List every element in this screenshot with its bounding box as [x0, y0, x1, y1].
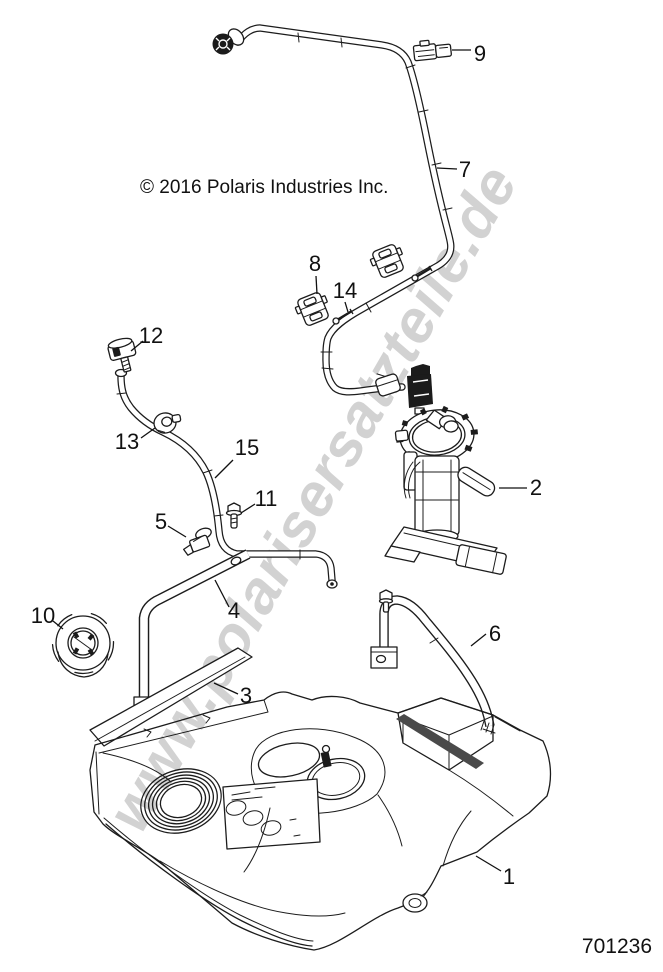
callout-5-label: 5: [155, 509, 167, 534]
callout-3-label: 3: [240, 683, 252, 708]
callout-15-label: 15: [235, 435, 259, 460]
callout-4-label: 4: [228, 598, 240, 623]
callout-8-label: 8: [309, 251, 321, 276]
fuel-tank-part-1: [89, 691, 552, 951]
callout-8-leader: [315, 275, 318, 295]
pump-lock-ring: [394, 405, 479, 466]
vent-hose-part-15: [114, 368, 338, 589]
callout-15-leader: [214, 459, 234, 479]
callout-4-leader: [214, 579, 230, 608]
bolt-part-11: [225, 502, 243, 529]
callout-13-label: 13: [115, 429, 139, 454]
callout-3-leader: [213, 682, 239, 695]
callout-14-leader: [344, 301, 349, 313]
callout-10-label: 10: [31, 603, 55, 628]
callout-7-leader: [436, 167, 458, 170]
ties-part-14: [332, 265, 433, 325]
callout-1-leader: [475, 855, 502, 872]
fitting-part-12: [107, 337, 137, 373]
strap-part-6: [370, 589, 496, 735]
clips-part-8: [294, 244, 404, 326]
filler-neck: [140, 768, 222, 834]
pump-float: [457, 466, 496, 497]
warning-label-plate: [222, 778, 321, 850]
fuel-cap-part-10: [51, 611, 115, 678]
callout-10-leader: [52, 620, 64, 630]
strap-part-3: [89, 647, 253, 747]
callout-12-leader: [130, 340, 144, 352]
clip-part-5: [182, 527, 212, 556]
callout-11-label: 11: [255, 486, 278, 511]
callout-7-label: 7: [459, 157, 471, 182]
callout-6-label: 6: [489, 621, 501, 646]
part-number: 701236: [582, 935, 652, 958]
callout-1-label: 1: [503, 864, 515, 889]
callout-13-leader: [140, 427, 156, 439]
callout-14-label: 14: [333, 278, 357, 303]
pump-reservoir: [455, 544, 507, 575]
callout-6-leader: [470, 633, 487, 647]
callout-12-label: 12: [139, 323, 163, 348]
callout-9-label: 9: [474, 41, 486, 66]
inline-connector: [375, 373, 401, 397]
hose-end-fitting: [212, 28, 245, 55]
fuel-pump-part-2: [384, 364, 507, 575]
copyright-text: © 2016 Polaris Industries Inc.: [140, 177, 388, 198]
callout-5-leader: [167, 525, 187, 538]
strap-channel: [396, 697, 494, 771]
clip-part-9: [412, 39, 452, 62]
clamp-part-13: [153, 412, 182, 434]
vent-line-part-7: [212, 24, 455, 397]
mounting-ear: [402, 891, 428, 913]
callout-11-leader: [240, 503, 256, 514]
callout-2-label: 2: [530, 475, 542, 500]
